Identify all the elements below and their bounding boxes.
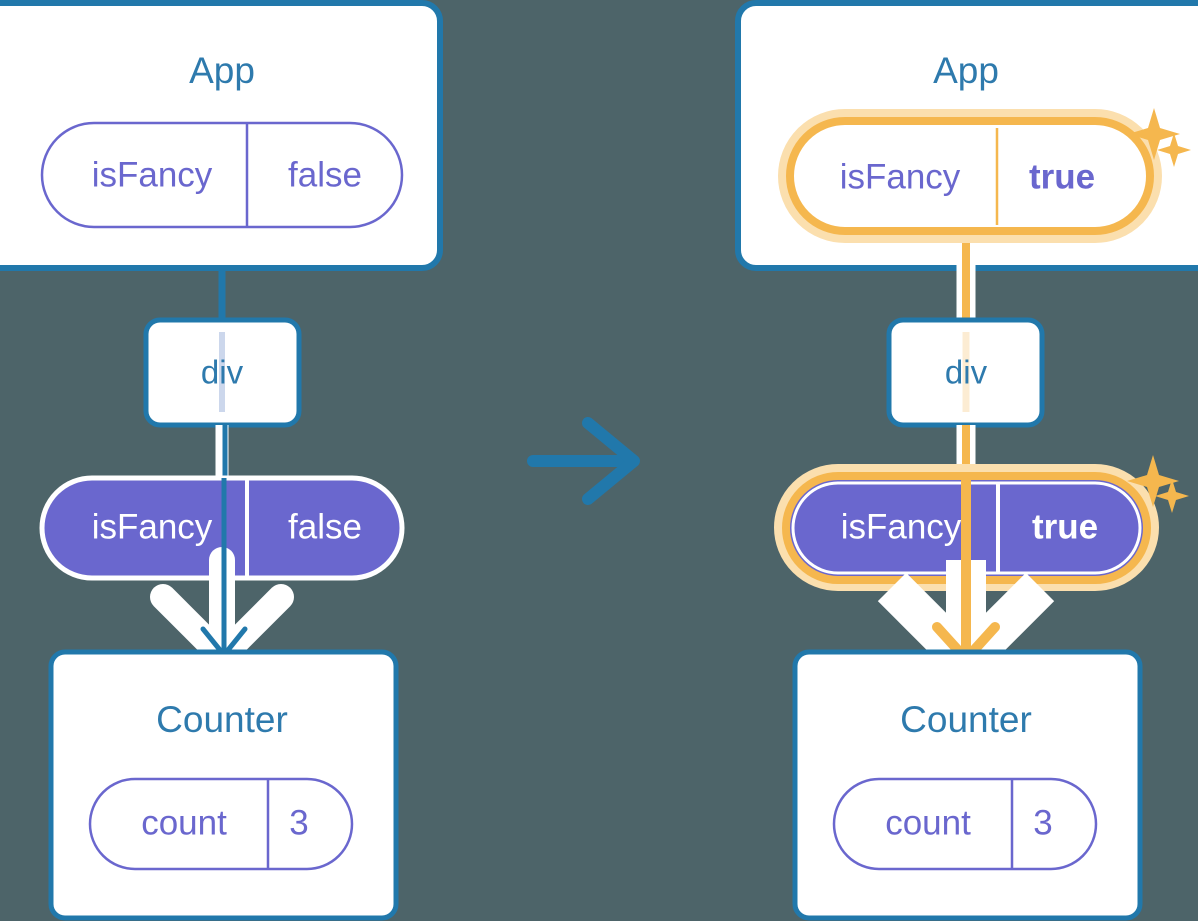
counter-box-title: Counter	[900, 699, 1032, 740]
pill-highlight-ring	[786, 117, 1154, 235]
sparkle-group-prop	[1127, 455, 1189, 513]
sparkle-small-icon	[1157, 133, 1191, 167]
app-state-pill: isFancy false	[40, 121, 404, 229]
pill-value: 3	[1033, 803, 1052, 842]
pill-key: isFancy	[841, 507, 962, 546]
sparkle-large-icon	[1127, 455, 1179, 507]
pill-key: count	[141, 803, 227, 842]
app-box-title: App	[933, 50, 999, 91]
pill-key: isFancy	[92, 507, 213, 546]
pill-value: 3	[289, 803, 308, 842]
panel-before: App isFancy false div isFancy	[0, 0, 443, 921]
counter-state-pill: count 3	[88, 777, 354, 871]
pill-key: count	[885, 803, 971, 842]
pill-value: true	[1032, 507, 1098, 546]
pill-body	[40, 121, 404, 229]
pill-body	[88, 777, 354, 871]
app-state-pill: isFancy true	[778, 109, 1162, 243]
div-node-label: div	[945, 354, 988, 391]
app-box-title: App	[189, 50, 255, 91]
pill-value: false	[288, 507, 362, 546]
counter-state-pill: count 3	[832, 777, 1098, 871]
sparkle-group-app	[1128, 108, 1191, 167]
panel-after: App isFancy true div	[735, 0, 1198, 921]
pill-key: isFancy	[840, 157, 961, 196]
pill-key: isFancy	[92, 155, 213, 194]
sparkle-small-icon	[1155, 479, 1189, 513]
counter-box-title: Counter	[156, 699, 288, 740]
arrow-right-icon	[527, 417, 640, 505]
pill-body	[832, 777, 1098, 871]
sparkle-large-icon	[1128, 108, 1180, 160]
pill-value: false	[288, 155, 362, 194]
div-node-label: div	[201, 354, 244, 391]
pill-value: true	[1029, 157, 1095, 196]
